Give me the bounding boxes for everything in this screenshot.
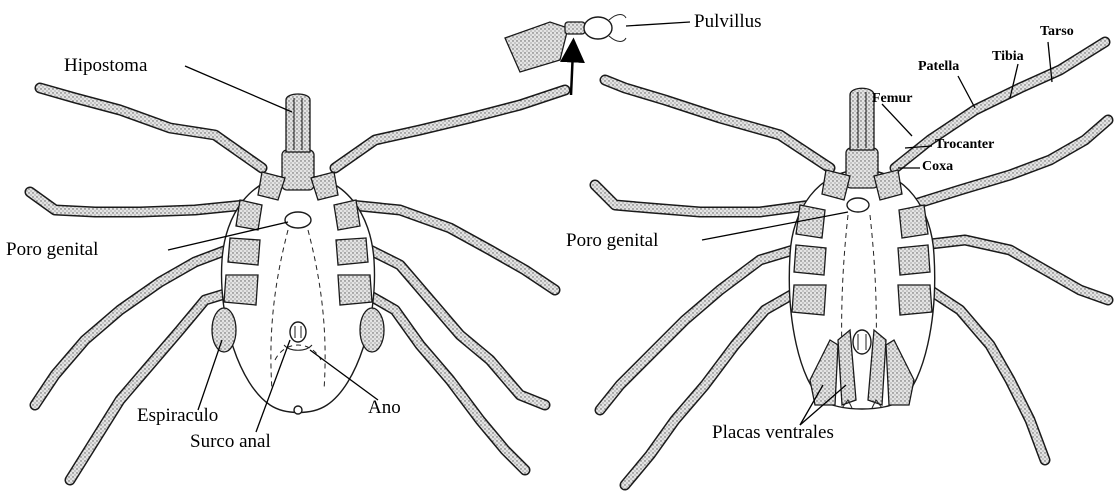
label-surco-anal: Surco anal [190, 432, 271, 451]
label-patella: Patella [918, 60, 959, 74]
right-tick [595, 42, 1108, 485]
left-tick [30, 88, 565, 480]
label-placas-ventrales: Placas ventrales [712, 423, 834, 442]
label-tibia: Tibia [992, 50, 1024, 64]
label-femur: Femur [872, 92, 912, 106]
label-espiraculo: Espiraculo [137, 406, 218, 425]
label-coxa: Coxa [922, 160, 953, 174]
label-poro-genital-right: Poro genital [566, 231, 658, 250]
label-hipostoma: Hipostoma [64, 56, 147, 75]
label-poro-genital-left: Poro genital [6, 240, 98, 259]
label-tarso: Tarso [1040, 25, 1074, 39]
label-trocanter: Trocanter [935, 138, 994, 152]
label-ano: Ano [368, 398, 401, 417]
label-pulvillus: Pulvillus [694, 12, 762, 31]
